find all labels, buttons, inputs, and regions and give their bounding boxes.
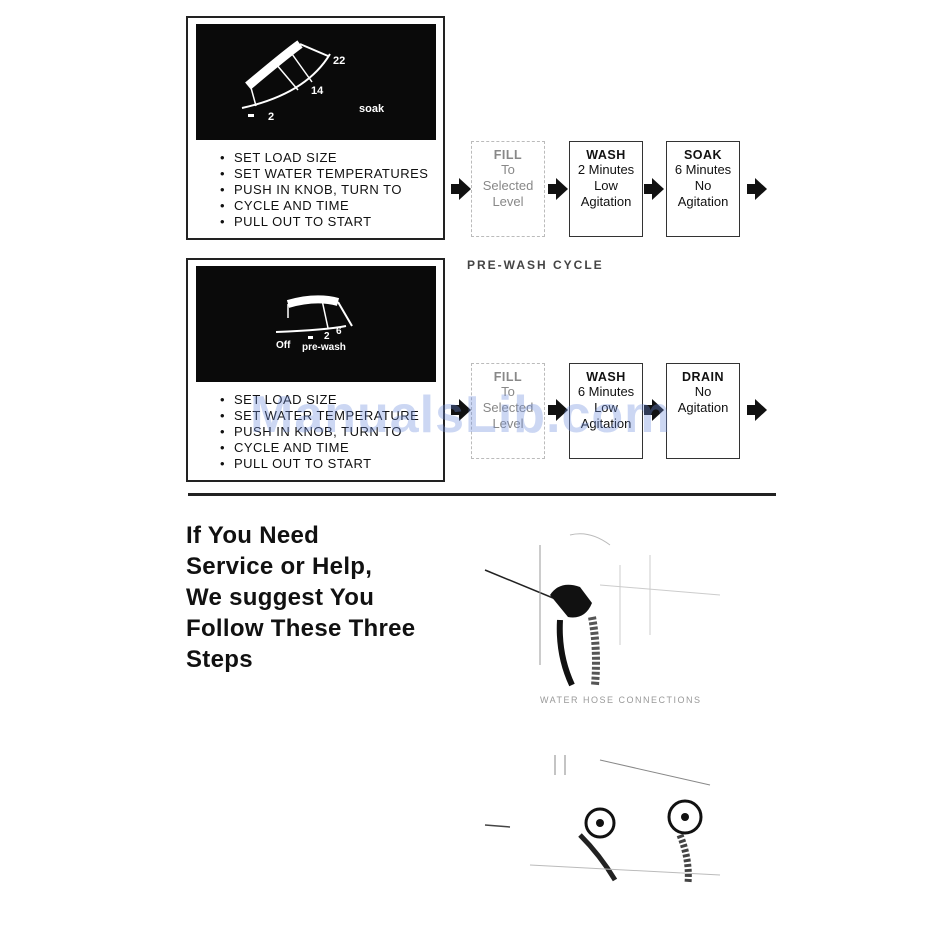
cycle2-caption: PRE-WASH CYCLE: [467, 258, 604, 272]
service-heading-line: We suggest You: [186, 584, 375, 611]
cycle2-step: PULL OUT TO START: [220, 456, 419, 472]
service-heading-line: Follow These Three: [186, 615, 416, 642]
cycle1-panel: 22 14 2 soak SET LOAD SIZE SET WATER TEM…: [186, 16, 445, 240]
cycle2-dial-label-off: Off: [276, 340, 291, 351]
cycle1-dial-off-mark: [248, 114, 254, 117]
stage-line: To: [501, 162, 515, 177]
stage-line: Level: [492, 194, 524, 209]
flow-arrow-icon: [451, 178, 471, 200]
stage-title: FILL: [493, 148, 523, 162]
cycle1-step: SET LOAD SIZE: [220, 150, 428, 166]
stage-line: To: [501, 384, 515, 399]
stage-line: 2 Minutes: [577, 162, 635, 177]
flow-arrow-icon: [644, 399, 664, 421]
cycle2-steps-list: SET LOAD SIZE SET WATER TEMPERATURE PUSH…: [220, 392, 419, 472]
stage-line: No: [694, 384, 712, 399]
cycle2-panel: Off pre-wash 2 6 SET LOAD SIZE SET WATER…: [186, 258, 445, 482]
stage-line: Agitation: [580, 416, 632, 431]
flow-arrow-icon: [747, 399, 767, 421]
stage-line: Agitation: [580, 194, 632, 209]
stage-title: DRAIN: [681, 370, 725, 384]
cycle2-dial-mark: [308, 336, 313, 339]
flow-arrow-icon: [548, 178, 568, 200]
cycle1-step: PUSH IN KNOB, TURN TO: [220, 182, 428, 198]
faucet-illustration: [484, 755, 721, 884]
hose-connection-illustration: [484, 533, 721, 687]
stage-line: No: [694, 178, 712, 193]
cycle1-dial-graphic: 22 14 2 soak: [241, 40, 385, 123]
cycle2-dial-graphic: Off pre-wash 2 6: [275, 295, 353, 353]
watermark: ManualsLib.com: [250, 386, 672, 444]
flow-arrow-icon: [548, 399, 568, 421]
cycle2-stage-fill: FILL To Selected Level: [471, 363, 545, 459]
cycle2-dial-display: Off pre-wash 2 6: [196, 266, 436, 382]
cycle1-step: SET WATER TEMPERATURES: [220, 166, 428, 182]
stage-line: Low: [594, 400, 618, 415]
stage-title: WASH: [586, 148, 626, 162]
stage-title: FILL: [493, 370, 523, 384]
stage-line: Low: [594, 178, 618, 193]
flow-arrow-icon: [644, 178, 664, 200]
cycle1-step: PULL OUT TO START: [220, 214, 428, 230]
cycle1-steps-list: SET LOAD SIZE SET WATER TEMPERATURES PUS…: [220, 150, 428, 230]
service-heading: If You Need Service or Help, We suggest …: [186, 520, 415, 675]
cycle1-step-continued: CYCLE AND TIME: [220, 198, 428, 214]
cycle2-step: SET WATER TEMPERATURE: [220, 408, 419, 424]
service-heading-line: If You Need: [186, 522, 320, 549]
flow-arrow-icon: [747, 178, 767, 200]
stage-line: Level: [492, 416, 524, 431]
cycle2-step: SET LOAD SIZE: [220, 392, 419, 408]
cycle2-step-continued: CYCLE AND TIME: [220, 440, 419, 456]
cycle1-dial-label-14: 14: [311, 85, 324, 97]
cycle2-dial-label-prewash: pre-wash: [302, 342, 346, 353]
cycle1-dial-label-2: 2: [268, 111, 274, 123]
illustration-caption: WATER HOSE CONNECTIONS: [540, 695, 702, 705]
cycle2-dial-label-6: 6: [336, 326, 342, 337]
stage-line: 6 Minutes: [577, 384, 635, 399]
cycle1-dial-label-soak: soak: [359, 103, 385, 115]
section-divider: [188, 493, 776, 496]
service-heading-line: Steps: [186, 646, 253, 673]
cycle1-stage-fill: FILL To Selected Level: [471, 141, 545, 237]
cycle1-dial-display: 22 14 2 soak: [196, 24, 436, 140]
cycle1-stage-soak: SOAK 6 Minutes No Agitation: [666, 141, 740, 237]
cycle2-dial-label-2: 2: [324, 331, 330, 342]
flow-arrow-icon: [451, 399, 471, 421]
stage-title: WASH: [586, 370, 626, 384]
stage-line: Selected: [482, 178, 534, 193]
stage-line: Agitation: [677, 400, 729, 415]
stage-line: Agitation: [677, 194, 729, 209]
cycle2-stage-wash: WASH 6 Minutes Low Agitation: [569, 363, 643, 459]
stage-line: 6 Minutes: [674, 162, 732, 177]
cycle1-stage-wash: WASH 2 Minutes Low Agitation: [569, 141, 643, 237]
service-heading-line: Service or Help,: [186, 553, 373, 580]
stage-line: Selected: [482, 400, 534, 415]
cycle2-step: PUSH IN KNOB, TURN TO: [220, 424, 419, 440]
cycle2-stage-drain: DRAIN No Agitation: [666, 363, 740, 459]
cycle1-dial-label-22: 22: [333, 55, 345, 67]
stage-title: SOAK: [683, 148, 723, 162]
